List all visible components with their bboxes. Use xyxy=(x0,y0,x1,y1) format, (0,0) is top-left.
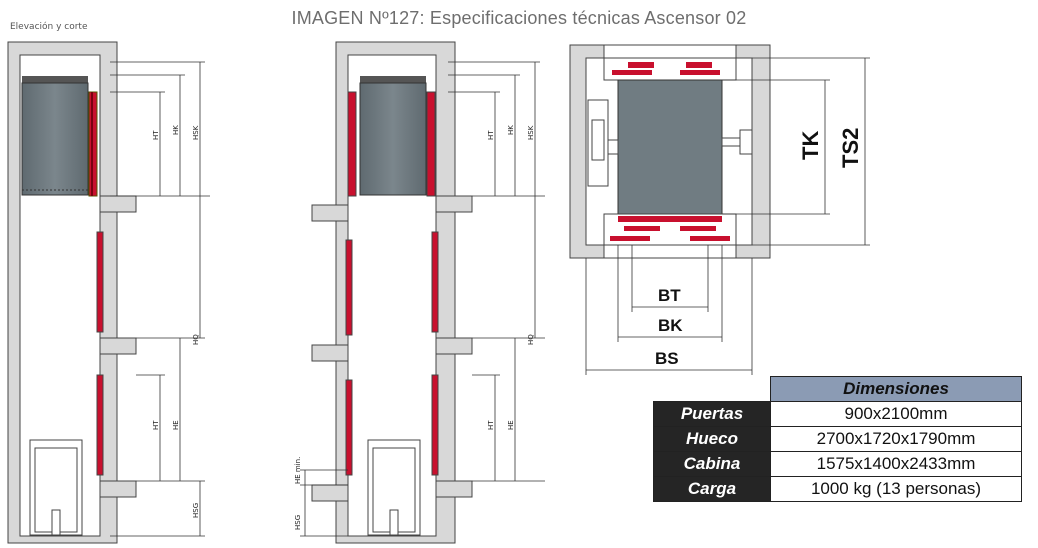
dim-ht-2: HT xyxy=(487,130,495,140)
landing-slab-2a xyxy=(311,204,349,222)
elevation-section-1: HT HK HSK HQ HT HE HSG xyxy=(7,41,210,544)
dim-hq-1: HQ xyxy=(192,334,200,345)
row-value: 1000 kg (13 personas) xyxy=(770,476,1022,502)
plan-top-sill xyxy=(603,57,737,81)
drawing-subtitle: Elevación y corte xyxy=(10,22,88,32)
dim-ht-1b: HT xyxy=(152,420,160,430)
landing-slab-2c xyxy=(311,484,349,502)
dim-hq-2: HQ xyxy=(527,334,535,345)
landing-slab-2f xyxy=(435,480,473,498)
plan-bottom-door-a xyxy=(618,216,722,222)
cabin-door-2a xyxy=(347,91,357,197)
landing-slab-2e xyxy=(435,337,473,355)
dim-ht-2b: HT xyxy=(487,420,495,430)
elevation-section-2: HT HK HSK HQ HT HE HE min. HSG xyxy=(294,41,545,544)
row-value: 900x2100mm xyxy=(770,401,1022,427)
landing-door-1b xyxy=(96,374,104,476)
dim-bk: BK xyxy=(658,316,683,335)
dim-hsk-1: HSK xyxy=(192,125,200,140)
plan-bottom-door-b xyxy=(624,226,660,231)
dimensions-table: Dimensiones Puertas 900x2100mm Hueco 270… xyxy=(653,376,1022,502)
dim-bs: BS xyxy=(655,349,679,368)
cabin-1 xyxy=(21,82,89,196)
landing-slab-2b xyxy=(311,344,349,362)
shaft-top-beam-1 xyxy=(22,76,88,83)
dim-he-min-2: HE min. xyxy=(294,457,302,484)
table-row: Hueco 2700x1720x1790mm xyxy=(653,426,1022,452)
cabin-door-2b xyxy=(426,91,436,197)
landing-door-2a xyxy=(345,239,353,336)
table-header-row: Dimensiones xyxy=(654,376,1022,402)
page-title: IMAGEN Nº127: Especificaciones técnicas … xyxy=(291,8,747,28)
table-row: Cabina 1575x1400x2433mm xyxy=(653,451,1022,477)
landing-slab-1c xyxy=(99,480,137,498)
row-value: 1575x1400x2433mm xyxy=(770,451,1022,477)
dim-hk-2: HK xyxy=(507,125,515,135)
plan-top-door-a xyxy=(628,62,654,68)
landing-slab-1a xyxy=(99,195,137,213)
dim-tk: TK xyxy=(798,131,823,160)
landing-door-2c xyxy=(431,231,439,333)
dim-bt: BT xyxy=(658,286,681,305)
plan-cabin xyxy=(617,79,723,215)
row-value: 2700x1720x1790mm xyxy=(770,426,1022,452)
shaft-top-beam-2 xyxy=(360,76,426,83)
table-header: Dimensiones xyxy=(770,376,1022,402)
dim-hk-1: HK xyxy=(172,125,180,135)
landing-door-2d xyxy=(431,374,439,476)
landing-door-2b xyxy=(345,379,353,476)
plan-guide-rail xyxy=(739,129,753,155)
dim-he-2: HE xyxy=(507,420,515,430)
row-label: Carga xyxy=(653,476,771,502)
landing-slab-2d xyxy=(435,195,473,213)
dim-hsg-1: HSG xyxy=(192,503,200,518)
dim-hsg-2: HSG xyxy=(294,515,302,530)
cabin-2 xyxy=(359,82,427,196)
dim-hsk-2: HSK xyxy=(527,125,535,140)
dim-ts2: TS2 xyxy=(838,128,863,168)
landing-slab-1b xyxy=(99,337,137,355)
row-label: Puertas xyxy=(653,401,771,427)
table-row: Carga 1000 kg (13 personas) xyxy=(653,476,1022,502)
plan-top-door-b xyxy=(686,62,712,68)
row-label: Hueco xyxy=(653,426,771,452)
landing-door-1a xyxy=(96,231,104,333)
row-label: Cabina xyxy=(653,451,771,477)
dim-ht-1: HT xyxy=(152,130,160,140)
plan-view: TK TS2 BT BK BS xyxy=(569,44,870,375)
table-row: Puertas 900x2100mm xyxy=(653,401,1022,427)
dim-he-1: HE xyxy=(172,420,180,430)
